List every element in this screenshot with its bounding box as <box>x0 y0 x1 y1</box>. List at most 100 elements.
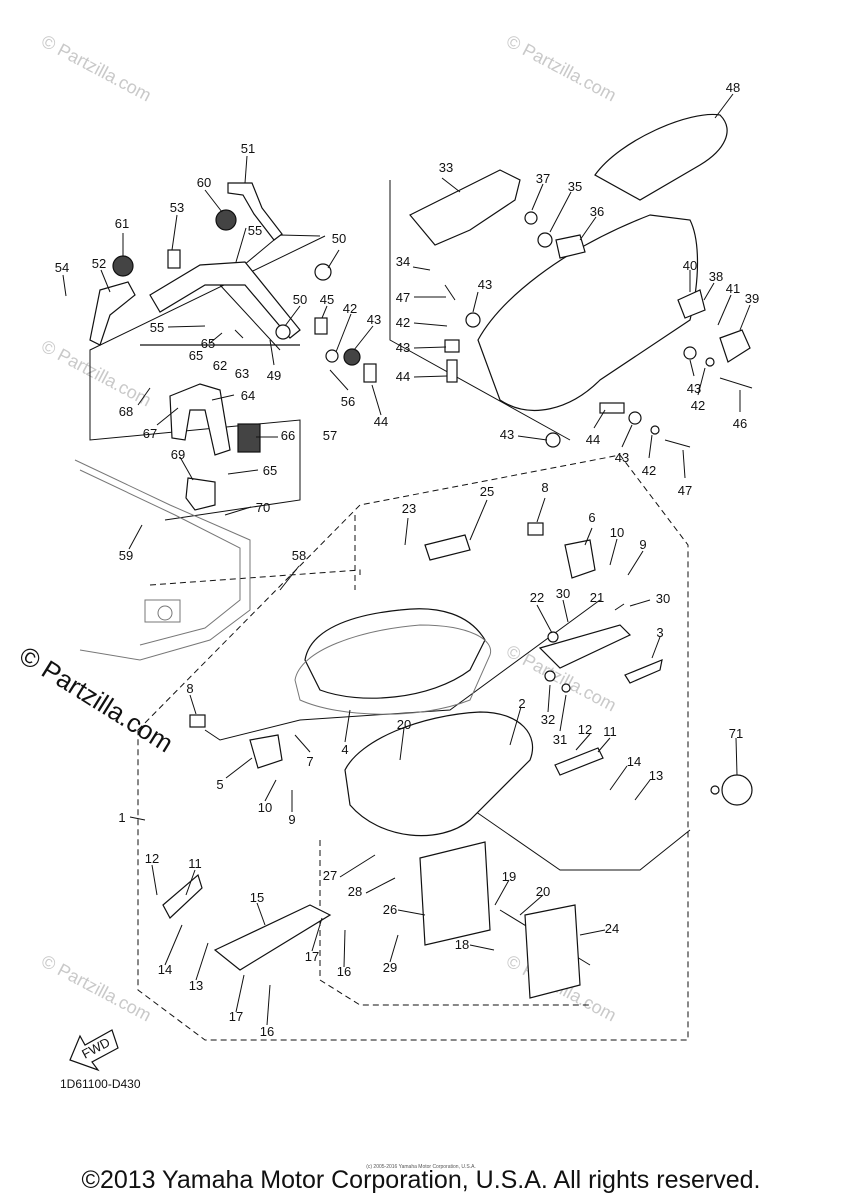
callout-34: 34 <box>396 254 410 269</box>
callout-12b: 12 <box>145 851 159 866</box>
callout-60: 60 <box>197 175 211 190</box>
frame-ghost <box>74 459 251 661</box>
callout-50b: 50 <box>293 292 307 307</box>
callout-14a: 14 <box>627 754 641 769</box>
callout-8b: 8 <box>186 681 193 696</box>
callout-9b: 9 <box>288 812 295 827</box>
callout-56: 56 <box>341 394 355 409</box>
callout-44a: 44 <box>374 414 388 429</box>
leader-lines <box>62 93 751 1026</box>
callout-16b: 16 <box>260 1024 274 1039</box>
callout-43e: 43 <box>500 427 514 442</box>
callout-65b: 65 <box>189 348 203 363</box>
callout-45: 45 <box>320 292 334 307</box>
callout-23: 23 <box>402 501 416 516</box>
callout-28: 28 <box>348 884 362 899</box>
callout-26: 26 <box>383 902 397 917</box>
callout-10a: 10 <box>610 525 624 540</box>
callout-67: 67 <box>143 426 157 441</box>
callout-15: 15 <box>250 890 264 905</box>
callout-47b: 47 <box>678 483 692 498</box>
diagram-code: 1D61100-D430 <box>60 1077 141 1091</box>
callout-42c: 42 <box>691 398 705 413</box>
callout-64: 64 <box>241 388 255 403</box>
callout-30a: 30 <box>556 586 570 601</box>
callout-29: 29 <box>383 960 397 975</box>
callout-24: 24 <box>605 921 619 936</box>
callout-30b: 30 <box>656 591 670 606</box>
callout-42b: 42 <box>396 315 410 330</box>
watermark-text: © Partzilla.com <box>503 31 619 106</box>
callout-17b: 17 <box>229 1009 243 1024</box>
callout-37: 37 <box>536 171 550 186</box>
callout-32: 32 <box>541 712 555 727</box>
callout-20a: 20 <box>397 717 411 732</box>
callout-55b: 55 <box>150 320 164 335</box>
callout-40: 40 <box>683 258 697 273</box>
callout-20b: 20 <box>536 884 550 899</box>
callout-38: 38 <box>709 269 723 284</box>
watermark-text: © Partzilla.com <box>38 31 154 106</box>
callout-44c: 44 <box>586 432 600 447</box>
callout-43f: 43 <box>615 450 629 465</box>
callout-62: 62 <box>213 358 227 373</box>
callout-43c: 43 <box>396 340 410 355</box>
callout-13b: 13 <box>189 978 203 993</box>
callout-58: 58 <box>292 548 306 563</box>
callout-70: 70 <box>256 500 270 515</box>
callout-16a: 16 <box>337 964 351 979</box>
callout-13a: 13 <box>649 768 663 783</box>
callout-36: 36 <box>590 204 604 219</box>
callout-52: 52 <box>92 256 106 271</box>
callout-4: 4 <box>341 742 348 757</box>
callout-17a: 17 <box>305 949 319 964</box>
callout-27: 27 <box>323 868 337 883</box>
callout-65a: 65 <box>201 336 215 351</box>
callout-9a: 9 <box>639 537 646 552</box>
callout-42a: 42 <box>343 301 357 316</box>
fwd-arrow: FWD <box>69 1029 119 1072</box>
callout-46: 46 <box>733 416 747 431</box>
callout-22: 22 <box>530 590 544 605</box>
callout-10b: 10 <box>258 800 272 815</box>
callout-12a: 12 <box>578 722 592 737</box>
callout-35: 35 <box>568 179 582 194</box>
callout-69: 69 <box>171 447 185 462</box>
callout-33: 33 <box>439 160 453 175</box>
callout-48: 48 <box>726 80 740 95</box>
callout-41: 41 <box>726 281 740 296</box>
callout-51: 51 <box>241 141 255 156</box>
callout-7: 7 <box>306 754 313 769</box>
saddlebag-upper <box>409 113 753 448</box>
callout-57: 57 <box>323 428 337 443</box>
callout-49: 49 <box>267 368 281 383</box>
watermark-text: © Partzilla.com <box>38 951 154 1026</box>
callout-8a: 8 <box>541 480 548 495</box>
callout-55a: 55 <box>248 223 262 238</box>
saddlebag-lower <box>162 522 753 999</box>
callout-18: 18 <box>455 937 469 952</box>
callout-11a: 11 <box>603 724 617 739</box>
callout-numbers: 1 2 3 4 5 6 7 8 8 9 9 10 10 11 11 12 12 … <box>55 80 759 1039</box>
callout-63: 63 <box>235 366 249 381</box>
callout-47a: 47 <box>396 290 410 305</box>
callout-25: 25 <box>480 484 494 499</box>
callout-42d: 42 <box>642 463 656 478</box>
callout-2: 2 <box>518 696 525 711</box>
callout-6: 6 <box>588 510 595 525</box>
callout-5: 5 <box>216 777 223 792</box>
callout-65c: 65 <box>263 463 277 478</box>
callout-50a: 50 <box>332 231 346 246</box>
callout-61: 61 <box>115 216 129 231</box>
callout-3: 3 <box>656 625 663 640</box>
callout-44b: 44 <box>396 369 410 384</box>
callout-71: 71 <box>729 726 743 741</box>
callout-43a: 43 <box>367 312 381 327</box>
callout-21: 21 <box>590 590 604 605</box>
callout-54: 54 <box>55 260 69 275</box>
copyright-footer: ©2013 Yamaha Motor Corporation, U.S.A. A… <box>81 1166 761 1194</box>
callout-43d: 43 <box>687 381 701 396</box>
callout-1: 1 <box>118 810 125 825</box>
callout-59: 59 <box>119 548 133 563</box>
